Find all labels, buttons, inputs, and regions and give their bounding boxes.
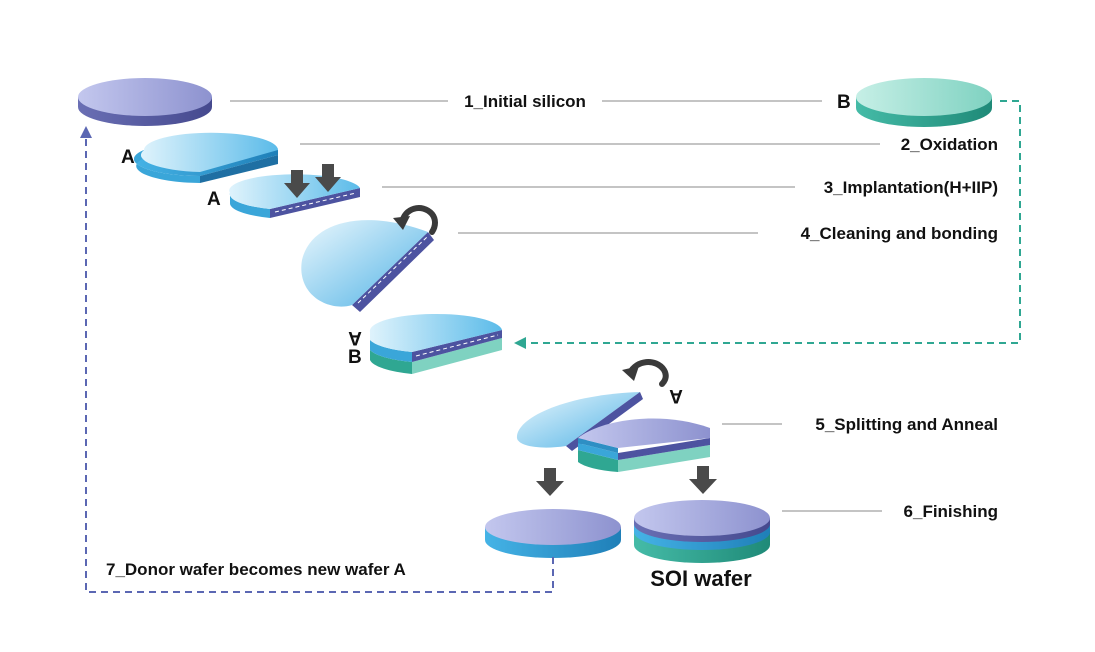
step-5-label: 5_Splitting and Anneal [815,415,998,434]
soi-wafer-label: SOI wafer [650,566,752,591]
wafer-b-initial [856,78,992,127]
step-7-label: 7_Donor wafer becomes new wafer A [106,560,406,579]
bonding-wafer-a-tilted [301,220,434,312]
wafer-b-label-bonding: B [348,347,362,368]
arrowhead-teal [514,337,526,349]
step-6-label: 6_Finishing [904,502,998,521]
down-arrow-icon [284,170,310,198]
recycled-donor-wafer [485,509,621,558]
step-1-label: 1_Initial silicon [464,92,586,111]
leader-lines [230,100,882,512]
initial-silicon-wafer [78,78,212,126]
split-soi-stack [578,418,710,472]
step-2-label: 2_Oxidation [901,135,998,154]
arrowhead-blue [80,126,92,138]
wafer-a-label-implantation: A [207,189,221,210]
oxidized-wafer-a [133,132,278,183]
down-arrow-icon [536,468,564,496]
down-arrow-icon [315,164,341,192]
step-4-label: 4_Cleaning and bonding [801,224,998,243]
down-arrow-icon [689,466,717,494]
dashed-return-arrow-teal [526,100,1021,344]
rotate-arrow-icon [393,205,438,235]
wafer-a-inverted-label-bonding: A [348,327,362,348]
soi-wafer [634,500,770,563]
wafer-a-label-oxidation: A [121,147,135,168]
step-3-label: 3_Implantation(H+IIP) [824,178,998,197]
wafer-b-label: B [837,92,851,113]
wafer-a-inverted-label-splitting: A [669,385,683,406]
dashed-return-arrow-blue [85,138,554,593]
bonded-stack [369,313,502,374]
rotate-arrow-icon [622,359,669,387]
